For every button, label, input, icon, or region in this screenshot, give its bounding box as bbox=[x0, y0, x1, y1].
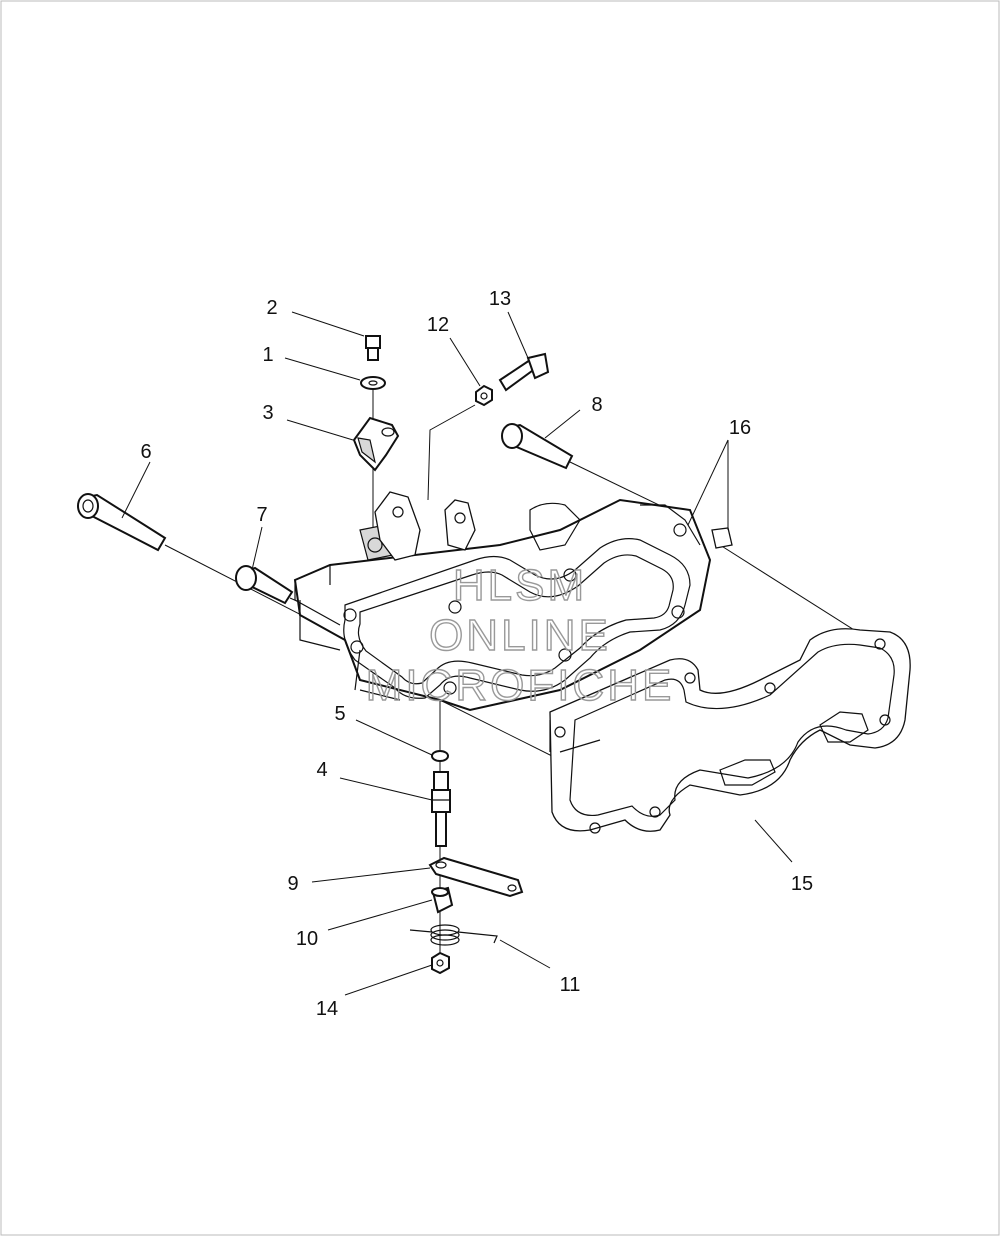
nut-part-14 bbox=[431, 951, 450, 975]
callout-labels: 2 1 3 6 7 12 13 8 16 5 4 9 10 11 14 15 bbox=[140, 288, 813, 1020]
watermark-line-microfiche: MICROFICHE bbox=[366, 661, 675, 710]
callout-10: 10 bbox=[296, 928, 318, 950]
watermark-line-online: ONLINE bbox=[429, 611, 611, 660]
callout-7: 7 bbox=[256, 504, 267, 526]
callout-1: 1 bbox=[262, 344, 273, 366]
screw-part-2 bbox=[365, 335, 381, 361]
callout-9: 9 bbox=[287, 873, 298, 895]
bolt-part-7 bbox=[235, 565, 294, 605]
bolt-part-6 bbox=[77, 493, 167, 552]
lever-part-9 bbox=[428, 856, 524, 898]
shaft-part-4 bbox=[431, 771, 451, 847]
callout-12: 12 bbox=[427, 314, 449, 336]
callout-5: 5 bbox=[334, 703, 345, 725]
callout-13: 13 bbox=[489, 288, 511, 310]
callout-4: 4 bbox=[316, 759, 327, 781]
callout-14: 14 bbox=[316, 998, 338, 1020]
bracket-part-3 bbox=[352, 416, 400, 472]
callout-16: 16 bbox=[729, 417, 751, 439]
spring-part-11 bbox=[409, 924, 498, 946]
washer-part-5 bbox=[431, 750, 449, 762]
housing-body bbox=[293, 491, 733, 753]
callout-11: 11 bbox=[560, 974, 581, 996]
washer-part-1 bbox=[360, 376, 386, 390]
callout-15: 15 bbox=[791, 873, 813, 895]
callout-2: 2 bbox=[266, 297, 277, 319]
callout-6: 6 bbox=[140, 441, 151, 463]
bolt-part-8 bbox=[501, 423, 574, 470]
callout-leaders bbox=[121, 311, 793, 996]
bolt-part-13 bbox=[498, 352, 550, 392]
gasket-part-15 bbox=[549, 628, 911, 834]
callout-8: 8 bbox=[591, 394, 602, 416]
watermark-line-hlsm: HLSM bbox=[453, 561, 587, 610]
nut-part-12 bbox=[475, 384, 493, 407]
bushing-part-10 bbox=[431, 886, 454, 914]
callout-3: 3 bbox=[262, 402, 273, 424]
watermark: HLSM ONLINE MICROFICHE bbox=[365, 560, 675, 710]
